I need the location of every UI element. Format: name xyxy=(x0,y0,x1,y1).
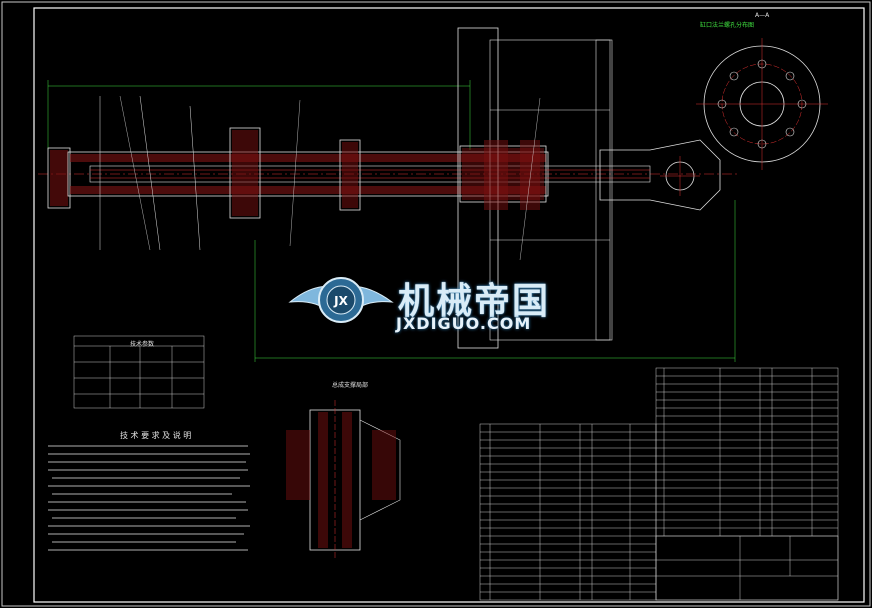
parts-list-left xyxy=(479,423,657,601)
flange-view xyxy=(696,38,828,170)
logo-emblem-letters: JX xyxy=(333,294,348,308)
tech-table-title: 技术参数 xyxy=(130,341,155,348)
cylinder-assembly xyxy=(38,27,740,362)
drawing-frame xyxy=(33,7,865,603)
logo-domain: JXDIGUO.COM xyxy=(396,314,532,333)
tech-notes-block xyxy=(48,445,250,551)
tech-parameter-table xyxy=(73,335,205,409)
logo-name: 机械帝国 xyxy=(398,281,551,322)
parts-list-right xyxy=(655,367,839,601)
logo-emblem xyxy=(288,277,394,323)
section-detail-title: 总成支撑局部 xyxy=(332,382,369,389)
title-block xyxy=(655,535,839,601)
tech-notes-title: 技 术 要 求 及 说 明 xyxy=(120,431,192,440)
flange-view-label: A—A xyxy=(755,12,770,19)
flange-view-title: 缸口法兰螺孔分布图 xyxy=(700,22,755,29)
section-detail xyxy=(286,400,401,560)
